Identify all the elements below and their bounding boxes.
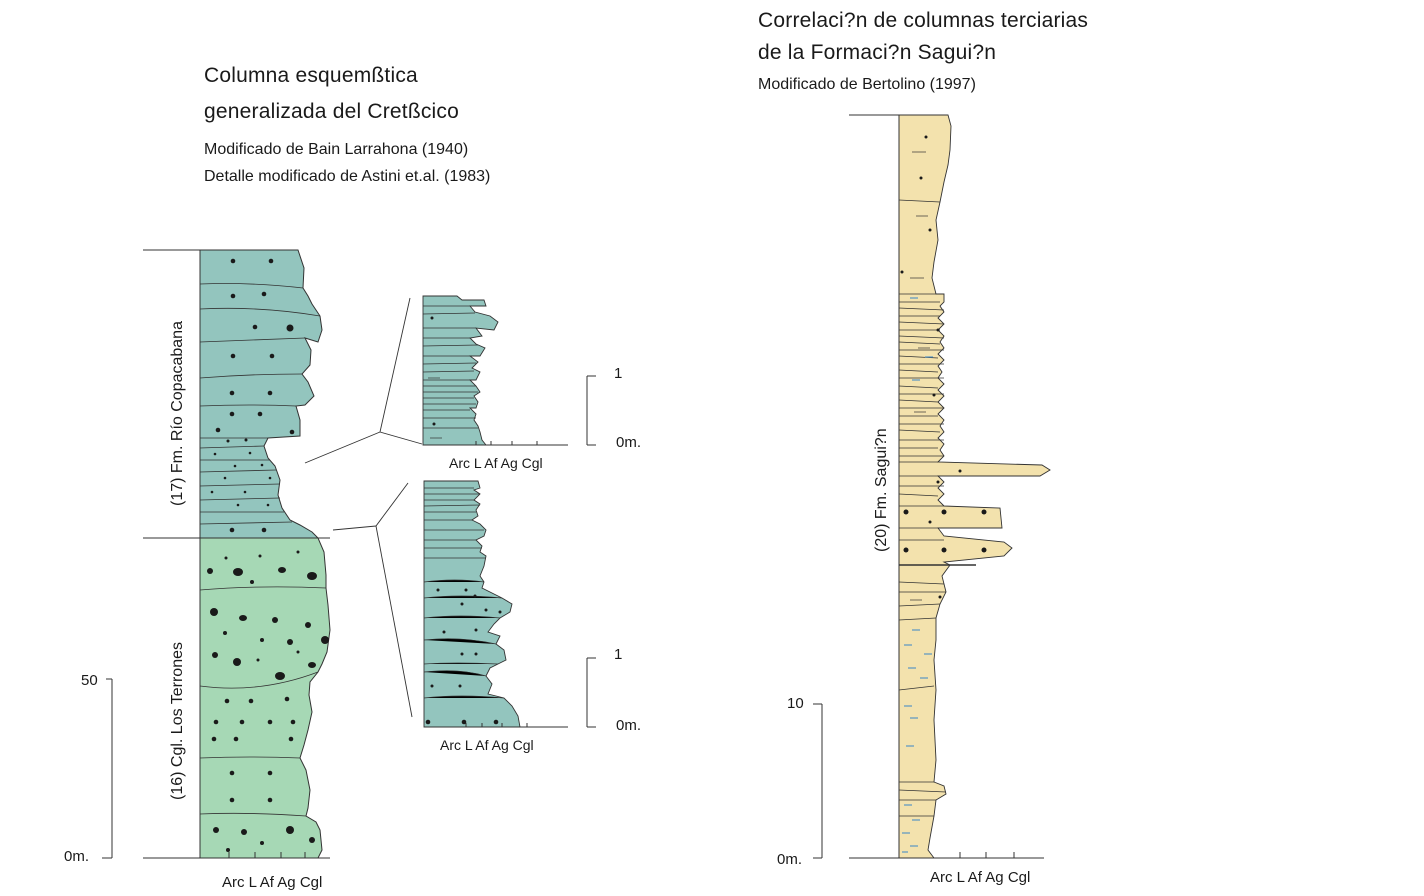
left-title-line1: Columna esquemßtica: [204, 64, 418, 87]
detail-callout-lines: [304, 297, 423, 718]
left-scale-top-label: 50: [81, 672, 98, 689]
left-title-line2: generalizada del Cretßcico: [204, 100, 459, 123]
unit-16-label: (16) Cgl. Los Terrones: [169, 642, 186, 800]
left-grain-axis-label: Arc L Af Ag Cgl: [222, 874, 322, 891]
right-title-line2: de la Formaci?n Sagui?n: [758, 41, 997, 64]
left-scale-bottom-label: 0m.: [64, 848, 89, 865]
detail-upper-scale-bottom: 0m.: [616, 434, 641, 451]
detail-upper-scale: [586, 375, 596, 446]
sagui-column: [849, 114, 1051, 859]
left-source-line1: Modificado de Bain Larrahona (1940): [204, 141, 469, 158]
right-scale-top-label: 10: [787, 695, 804, 712]
right-source-line1: Modificado de Bertolino (1997): [758, 76, 976, 93]
detail-upper-axis-label: Arc L Af Ag Cgl: [449, 455, 543, 471]
right-grain-axis-label: Arc L Af Ag Cgl: [930, 869, 1030, 886]
right-scale-bottom-label: 0m.: [777, 851, 802, 868]
right-title-line1: Correlaci?n de columnas terciarias: [758, 9, 1089, 32]
unit-17-label: (17) Fm. Río Copacabana: [169, 321, 186, 506]
left-scale-bar: [102, 678, 113, 859]
detail-upper-scale-top: 1: [614, 365, 622, 382]
detail-lower-scale-bottom: 0m.: [616, 717, 641, 734]
unit-20-label: (20) Fm. Sagui?n: [873, 428, 890, 552]
unit-17-fill: [199, 249, 323, 539]
unit-16-fill: [199, 537, 331, 859]
detail-lower-axis-label: Arc L Af Ag Cgl: [440, 737, 534, 753]
right-scale-bar: [813, 703, 823, 859]
left-source-line2: Detalle modificado de Astini et.al. (198…: [204, 168, 491, 185]
detail-lower-scale: [586, 657, 596, 728]
left-main-column: [143, 249, 331, 859]
detail-upper-column: [422, 295, 568, 446]
detail-lower-scale-top: 1: [614, 646, 622, 663]
detail-lower-column: [423, 480, 568, 728]
